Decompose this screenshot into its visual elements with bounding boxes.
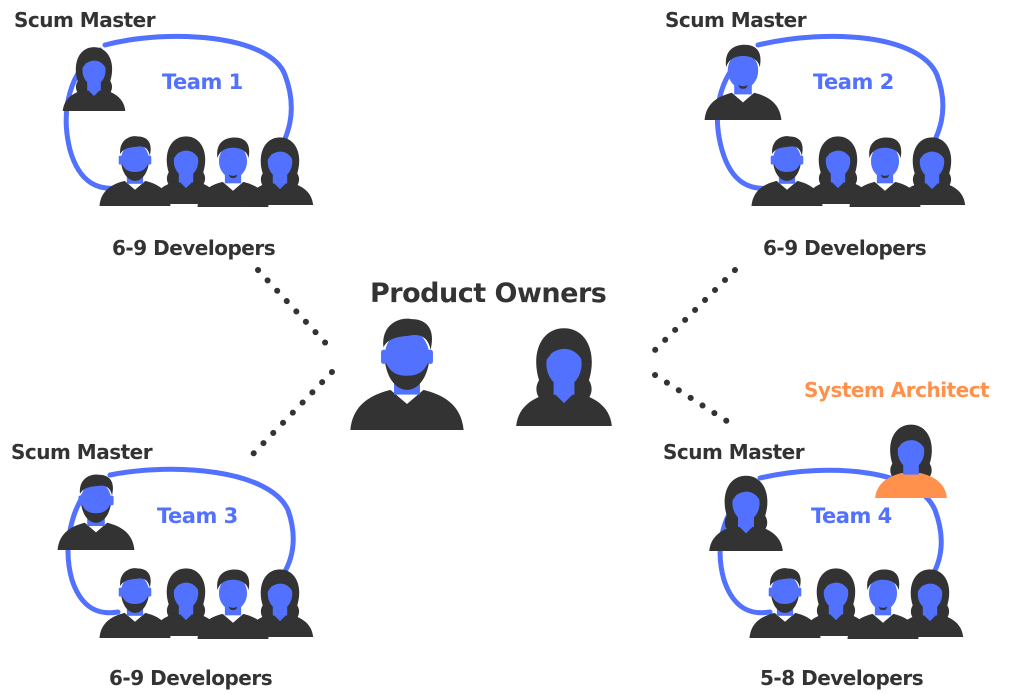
connector-team-1	[255, 267, 335, 353]
team-1-label: Team 1	[162, 70, 243, 94]
scrum-master-2-man-icon	[704, 44, 782, 120]
product-owners-title: Product Owners	[370, 278, 607, 309]
developer-4d-woman-icon	[896, 569, 964, 637]
team-1-scrum-master-label: Scum Master	[14, 8, 156, 32]
team-3-developers-label: 6-9 Developers	[109, 666, 273, 690]
system-architect-label: System Architect	[804, 378, 990, 402]
team-4-label: Team 4	[811, 504, 892, 528]
developer-3d-woman-icon	[246, 569, 314, 637]
scrum-master-3-bearded-man-icon	[57, 474, 135, 550]
product-owner-woman-icon	[516, 328, 612, 426]
team-4-group	[709, 424, 964, 639]
scrum-master-1-woman-icon	[62, 47, 126, 111]
team-3-scrum-master-label: Scum Master	[11, 440, 153, 464]
team-2-group	[704, 33, 966, 207]
team-2-developers-label: 6-9 Developers	[763, 236, 927, 260]
team-3-loop	[65, 466, 296, 616]
developer-1d-woman-icon	[246, 137, 314, 205]
team-1-group	[62, 33, 314, 207]
team-4-developers-label: 5-8 Developers	[760, 666, 924, 690]
team-2-label: Team 2	[813, 70, 894, 94]
product-owner-bearded-man-icon	[350, 318, 464, 430]
team-4-scrum-master-label: Scum Master	[663, 440, 805, 464]
connectors	[249, 267, 738, 458]
team-1-developers-label: 6-9 Developers	[112, 236, 276, 260]
connector-team-4	[652, 372, 736, 428]
connector-team-3	[249, 369, 335, 458]
team-2-loop	[714, 33, 946, 191]
team-2-scrum-master-label: Scum Master	[665, 8, 807, 32]
developer-2d-woman-icon	[898, 137, 966, 205]
connector-team-2	[652, 267, 738, 353]
system-architect-woman-icon	[875, 424, 947, 498]
team-3-label: Team 3	[157, 504, 238, 528]
team-3-group	[57, 466, 314, 639]
scrum-master-4-woman-icon	[709, 475, 783, 551]
